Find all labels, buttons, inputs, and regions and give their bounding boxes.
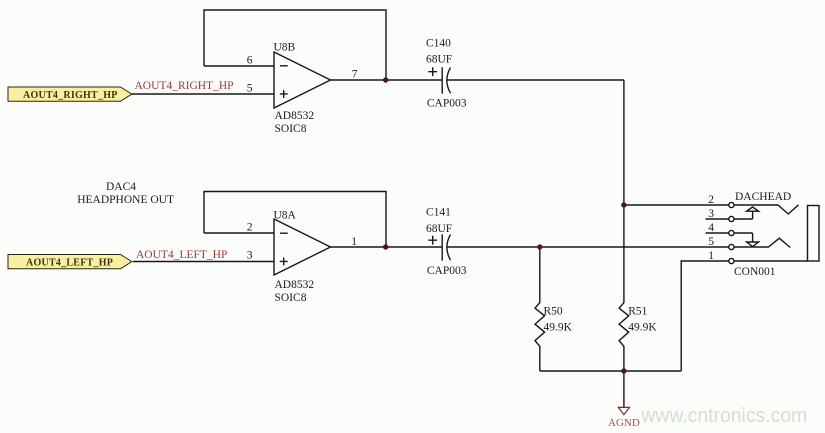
svg-text:HEADPHONE OUT: HEADPHONE OUT (77, 194, 174, 206)
svg-text:3: 3 (708, 208, 714, 220)
svg-text:CAP003: CAP003 (427, 97, 467, 109)
svg-text:2: 2 (247, 222, 253, 234)
svg-text:2: 2 (708, 194, 714, 206)
svg-text:68UF: 68UF (426, 223, 452, 235)
svg-text:DAC4: DAC4 (106, 181, 136, 193)
svg-text:SOIC8: SOIC8 (275, 292, 307, 304)
svg-text:U8B: U8B (274, 41, 296, 53)
svg-text:R51: R51 (628, 305, 647, 317)
svg-text:AGND: AGND (608, 417, 640, 429)
svg-text:AD8532: AD8532 (275, 279, 315, 291)
svg-text:AOUT4_LEFT_HP: AOUT4_LEFT_HP (136, 249, 227, 261)
svg-text:R50: R50 (544, 305, 563, 317)
svg-text:5: 5 (708, 236, 714, 248)
svg-text:49.9K: 49.9K (628, 321, 657, 333)
svg-text:SOIC8: SOIC8 (275, 123, 307, 135)
svg-text:7: 7 (352, 68, 358, 80)
svg-text:AD8532: AD8532 (275, 110, 315, 122)
svg-text:AOUT4_RIGHT_HP: AOUT4_RIGHT_HP (135, 80, 234, 92)
svg-text:CON001: CON001 (734, 266, 776, 278)
svg-text:1: 1 (351, 236, 357, 248)
svg-text:DACHEAD: DACHEAD (735, 191, 791, 203)
svg-text:C140: C140 (426, 38, 451, 50)
svg-text:U8A: U8A (274, 209, 297, 221)
svg-text:68UF: 68UF (426, 53, 452, 65)
svg-text:5: 5 (247, 83, 253, 95)
svg-text:49.9K: 49.9K (544, 321, 573, 333)
svg-text:CAP003: CAP003 (427, 265, 467, 277)
svg-text:1: 1 (708, 250, 714, 262)
svg-text:AOUT4_LEFT_HP: AOUT4_LEFT_HP (26, 257, 113, 268)
svg-text:3: 3 (247, 250, 253, 262)
svg-text:www.cntronics.com: www.cntronics.com (640, 405, 807, 427)
svg-text:C141: C141 (426, 207, 451, 219)
svg-text:6: 6 (247, 55, 253, 67)
svg-text:4: 4 (708, 222, 714, 234)
svg-text:AOUT4_RIGHT_HP: AOUT4_RIGHT_HP (23, 90, 118, 101)
